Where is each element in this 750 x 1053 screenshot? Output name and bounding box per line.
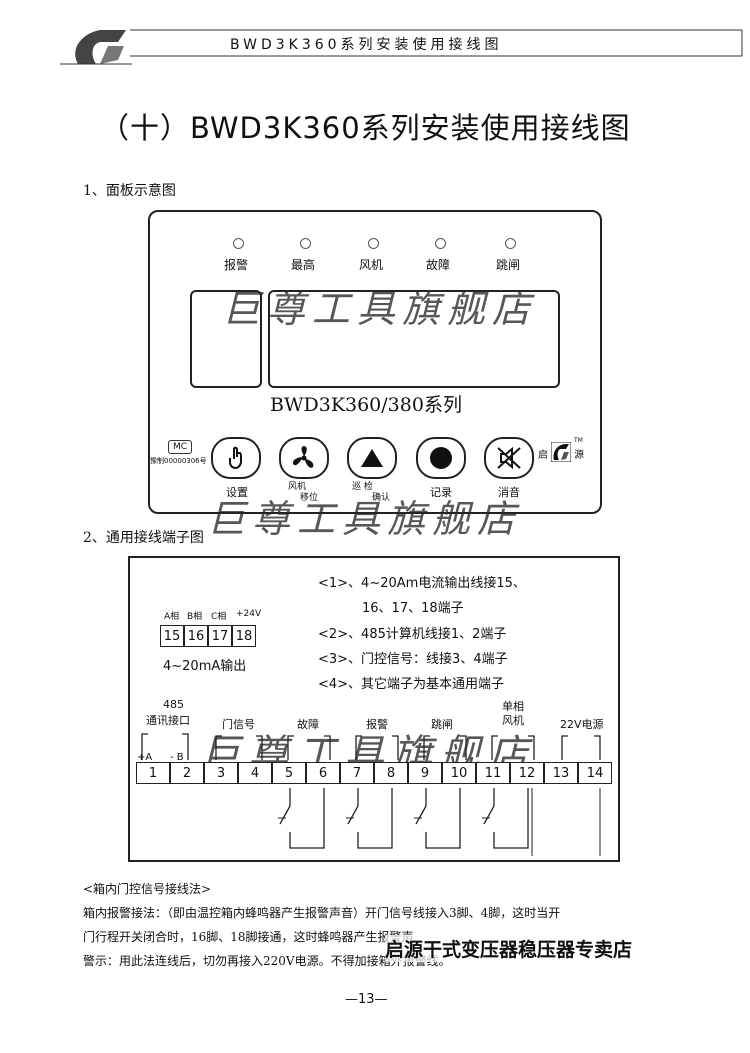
page-title: （十）BWD3K360系列安装使用接线图 [100,111,631,145]
single-phase-label: 单相 [502,700,524,713]
model-label: BWD3K360/380系列 [270,394,462,416]
terminal-3: 3 [204,762,238,784]
terminal-15: 15 [160,625,184,647]
led-indicator [300,238,311,249]
wiring-note-2: <2>、485计算机线接1、2端子 [318,627,507,642]
terminal-14: 14 [578,762,612,784]
patrol-up-button[interactable] [347,437,397,479]
led-indicator [435,238,446,249]
trademark: TM [574,437,583,444]
patrol-label: 巡 检 [352,482,373,492]
mute-label: 消音 [498,486,520,499]
wiring-lines [141,733,601,856]
mute-speaker-icon [497,446,521,470]
analog-terminal-strip: 15 16 17 18 [160,625,256,647]
notes-heading: <箱内门控信号接线法> [83,882,212,896]
terminal-4: 4 [238,762,272,784]
header-bar [60,29,743,65]
wiring-diagram [128,556,620,862]
comm-485-label: 485 [163,698,184,711]
set-label: 设置 [226,486,248,499]
shift-label: 移位 [300,493,319,503]
led-indicator [233,238,244,249]
terminal-1: 1 [136,762,170,784]
cert-badge: MC [168,440,192,454]
phase-label-b: B相 [187,612,203,622]
terminal-12: 12 [510,762,544,784]
wiring-note-1b: 16、17、18端子 [362,601,464,616]
terminal-8: 8 [374,762,408,784]
set-button[interactable] [211,437,261,479]
phase-label-a: A相 [164,612,180,622]
terminal-13: 13 [544,762,578,784]
terminal-6: 6 [306,762,340,784]
page-number: —13— [345,992,388,1007]
fan-icon [292,446,314,468]
terminal-10: 10 [442,762,476,784]
notes-line-2: 门行程开关闭合时，16脚、18脚接通，这时蜂鸣器产生报警声 [83,930,414,944]
section-heading-wiring: 2、通用接线端子图 [83,530,204,546]
brand-logo-icon [60,30,132,65]
led-indicator [368,238,379,249]
watermark-text: 巨尊工具旗舰店 [207,497,523,541]
plus-a-label: +A [137,752,153,763]
confirm-label: 确认 [372,493,391,503]
display-large [268,290,560,388]
fan-shift-button[interactable] [279,437,329,479]
phase-label-c: C相 [211,612,227,622]
record-circle-icon [430,447,452,469]
shop-name-stamp: 启源干式变压器稳压器专卖店 [385,935,633,962]
terminal-17: 17 [208,625,232,647]
main-terminal-strip: 1 2 3 4 5 6 7 8 9 10 11 12 13 14 [136,762,612,784]
notes-line-1: 箱内报警接法：（即由温控箱内蜂鸣器产生报警声音）开门信号线接入3脚、4脚，这时当… [83,906,561,920]
watermark-text: 巨尊工具旗舰店 [222,287,538,331]
brand-char-right: 源 [574,450,584,461]
fan-label: 风机 [288,482,307,492]
hand-pointer-icon [229,446,242,470]
trip-label: 跳闸 [431,718,453,731]
terminal-11: 11 [476,762,510,784]
brand-logo-icon [551,442,571,462]
minus-b-label: - B [170,752,184,763]
led-label-max: 最高 [291,258,316,272]
record-button[interactable] [416,437,466,479]
alarm-label: 报警 [366,718,388,731]
comm-port-label: 通讯接口 [146,714,190,727]
brand-char-left: 启 [538,450,548,461]
terminal-16: 16 [184,625,208,647]
fan-label: 风机 [502,714,524,727]
led-label-fault: 故障 [426,258,451,272]
led-indicator [505,238,516,249]
led-label-fan: 风机 [359,258,384,272]
display-small [190,290,262,388]
fault-label: 故障 [297,718,319,731]
terminal-9: 9 [408,762,442,784]
led-label-alarm: 报警 [224,258,249,272]
analog-output-label: 4~20mA输出 [163,659,247,674]
terminal-7: 7 [340,762,374,784]
front-panel [148,210,602,514]
door-signal-label: 门信号 [222,718,255,731]
notes-line-3: 警示：用此法连线后，切勿再接入220V电源。不得加接箱外报警线。 [83,954,451,968]
header-title: BWD3K360系列安装使用接线图 [230,37,503,53]
mute-button[interactable] [484,437,534,479]
record-label: 记录 [430,486,452,499]
section-heading-panel: 1、面板示意图 [83,183,176,199]
terminal-2: 2 [170,762,204,784]
up-triangle-icon [361,449,383,467]
wiring-note-1: <1>、4~20Am电流输出线接15、 [318,576,526,591]
cert-number: 豫制00000306号 [150,457,207,465]
power-label: 22V电源 [560,718,604,731]
terminal-18: 18 [232,625,256,647]
phase-label-24v: +24V [236,609,262,619]
led-label-trip: 跳闸 [496,258,521,272]
wiring-note-3: <3>、门控信号：线接3、4端子 [318,652,508,667]
wiring-note-4: <4>、其它端子为基本通用端子 [318,677,505,692]
terminal-5: 5 [272,762,306,784]
